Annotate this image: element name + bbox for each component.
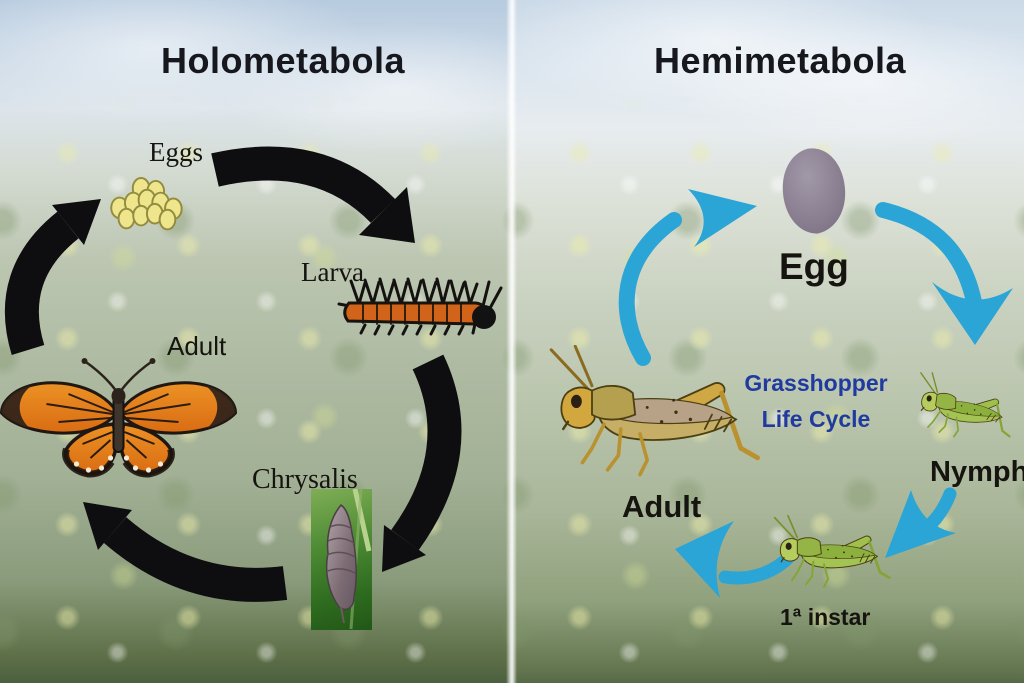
caterpillar-illustration: [337, 277, 503, 336]
larva-label: Larva: [301, 257, 364, 287]
hemimetabola-title: Hemimetabola: [653, 40, 907, 81]
first-instar-grasshopper-illustration: [764, 515, 904, 595]
grasshopper-life-cycle-line1: Grasshopper: [744, 370, 888, 396]
panel-divider: [506, 0, 517, 683]
eggs-label: Eggs: [149, 137, 203, 167]
hemimetabola-panel: Hemimetabola: [512, 0, 1024, 683]
grasshopper-life-cycle-line2: Life Cycle: [761, 405, 871, 432]
grasshopper-life-cycle-title: Grasshopper Life Cycle: [696, 366, 936, 437]
adult-butterfly-label: Adult: [167, 331, 227, 361]
nymph-label: Nymph: [930, 456, 1024, 488]
adult-grasshopper-label: Adult: [622, 489, 702, 524]
holometabola-title: Holometabola: [160, 40, 406, 81]
butterfly-illustration: [0, 358, 241, 484]
chrysalis-photo: [311, 489, 372, 630]
first-instar-label: 1ª instar: [780, 604, 871, 630]
butterfly-eggs-illustration: [110, 177, 183, 231]
grasshopper-egg-illustration: [782, 148, 846, 234]
egg-label: Egg: [779, 246, 849, 287]
chrysalis-label: Chrysalis: [252, 464, 358, 495]
holometabola-panel: Holometabola Eggs: [0, 0, 512, 683]
